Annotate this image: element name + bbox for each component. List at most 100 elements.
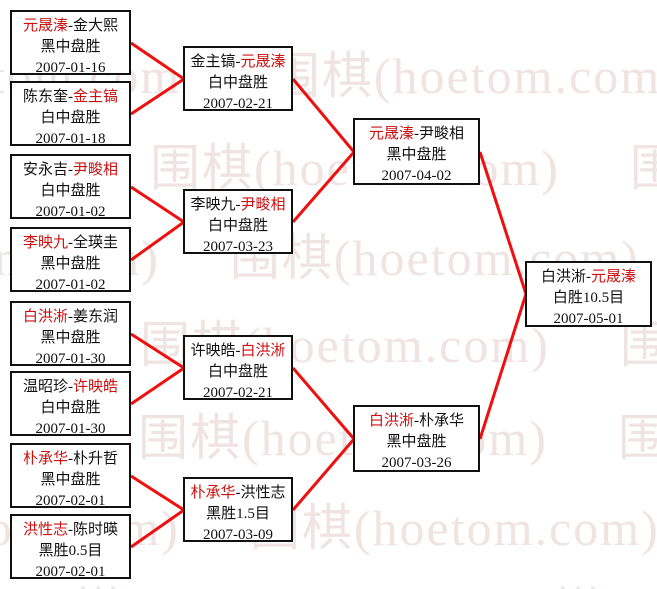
connector-line — [130, 366, 185, 406]
match-players: 朴承华-朴升哲 — [12, 449, 129, 470]
match-result: 黑中盘胜 — [40, 256, 101, 272]
vs-separator: - — [235, 54, 241, 70]
player2-name: 金主镐 — [73, 89, 119, 105]
player1-name: 白洪淅 — [540, 269, 586, 285]
player2-name: 金大熙 — [73, 18, 119, 34]
connector-line — [130, 77, 185, 116]
match-players: 许映皓-白洪淅 — [185, 341, 291, 362]
match-result: 白中盘胜 — [40, 183, 101, 199]
player1-name: 陈东奎 — [22, 89, 68, 105]
match-result: 白中盘胜 — [207, 218, 268, 234]
match-players: 温昭珍-许映皓 — [12, 377, 129, 398]
match-players: 洪性志-陈时暎 — [12, 520, 129, 541]
match-box-round1-8: 洪性志-陈时暎 黑胜0.5目 2007-02-01 — [10, 514, 131, 580]
vs-separator: - — [414, 126, 419, 142]
match-result: 黑中盘胜 — [40, 472, 101, 488]
match-players: 白洪淅-元晟溱 — [527, 267, 650, 288]
connector-line — [130, 508, 185, 549]
connector-line — [291, 78, 356, 153]
match-result: 白中盘胜 — [40, 400, 101, 416]
match-box-round2-3: 许映皓-白洪淅 白中盘胜 2007-02-21 — [183, 335, 293, 401]
vs-separator: - — [68, 451, 73, 467]
player2-name: 元晟溱 — [591, 269, 637, 285]
player1-name: 金主镐 — [190, 54, 236, 70]
match-players: 元晟溱-金大熙 — [12, 16, 129, 37]
match-date: 2007-01-30 — [35, 351, 106, 367]
player1-name: 洪性志 — [22, 522, 68, 538]
match-players: 白洪淅-姜东润 — [12, 307, 129, 328]
player2-name: 许映皓 — [73, 379, 119, 395]
match-date: 2007-01-02 — [35, 277, 106, 293]
connector-line — [291, 438, 356, 511]
player1-name: 朴承华 — [22, 451, 68, 467]
match-date: 2007-04-02 — [381, 168, 452, 184]
vs-separator: - — [235, 197, 241, 213]
match-result: 黑中盘胜 — [386, 434, 447, 450]
match-players: 白洪淅-朴承华 — [355, 411, 478, 432]
match-date: 2007-03-09 — [203, 527, 273, 543]
match-result: 白胜10.5目 — [552, 290, 625, 306]
match-date: 2007-03-23 — [203, 239, 273, 255]
vs-separator: - — [586, 269, 591, 285]
match-box-round1-4: 李映九-全瑛圭 黑中盘胜 2007-01-02 — [10, 227, 131, 293]
player2-name: 全瑛圭 — [73, 235, 119, 251]
connector-line — [130, 41, 185, 81]
match-date: 2007-03-26 — [381, 455, 452, 471]
vs-separator: - — [414, 413, 419, 429]
vs-separator: - — [68, 309, 73, 325]
match-result: 黑中盘胜 — [40, 39, 101, 55]
match-box-round1-5: 白洪淅-姜东润 黑中盘胜 2007-01-30 — [10, 301, 131, 367]
match-result: 白中盘胜 — [207, 75, 268, 91]
match-date: 2007-02-01 — [35, 564, 106, 580]
match-date: 2007-02-21 — [203, 385, 273, 401]
vs-separator: - — [68, 89, 73, 105]
player1-name: 白洪淅 — [22, 309, 68, 325]
player2-name: 朴升哲 — [73, 451, 119, 467]
match-players: 陈东奎-金主镐 — [12, 87, 129, 108]
player1-name: 李映九 — [22, 235, 68, 251]
player1-name: 温昭珍 — [22, 379, 68, 395]
match-date: 2007-02-01 — [35, 493, 106, 509]
player1-name: 安永吉 — [22, 162, 68, 178]
match-result: 黑胜0.5目 — [38, 543, 103, 559]
match-box-round1-6: 温昭珍-许映皓 白中盘胜 2007-01-30 — [10, 371, 131, 437]
match-players: 李映九-尹畯相 — [185, 195, 291, 216]
player1-name: 元晟溱 — [368, 126, 414, 142]
match-players: 朴承华-洪性志 — [185, 483, 291, 504]
match-result: 白中盘胜 — [207, 364, 268, 380]
match-date: 2007-01-16 — [35, 60, 106, 76]
vs-separator: - — [68, 379, 73, 395]
match-date: 2007-01-18 — [35, 131, 106, 147]
watermark-row: 围棋(hoetom.com)围棋(hoetom.com) — [20, 572, 657, 589]
player1-name: 朴承华 — [190, 485, 236, 501]
player1-name: 白洪淅 — [368, 413, 414, 429]
match-date: 2007-01-02 — [35, 204, 106, 220]
connector-line — [291, 151, 356, 223]
connector-line — [130, 185, 185, 224]
player2-name: 陈时暎 — [73, 522, 119, 538]
vs-separator: - — [235, 343, 241, 359]
vs-separator: - — [68, 522, 73, 538]
match-box-final: 白洪淅-元晟溱 白胜10.5目 2007-05-01 — [525, 261, 652, 327]
player1-name: 李映九 — [190, 197, 236, 213]
match-date: 2007-01-30 — [35, 421, 106, 437]
match-date: 2007-05-01 — [553, 311, 624, 327]
player2-name: 姜东润 — [73, 309, 119, 325]
match-box-round1-3: 安永吉-尹畯相 白中盘胜 2007-01-02 — [10, 154, 131, 220]
match-box-round2-4: 朴承华-洪性志 黑胜1.5目 2007-03-09 — [183, 477, 293, 543]
connector-line — [291, 367, 356, 440]
match-players: 李映九-全瑛圭 — [12, 233, 129, 254]
connector-line — [130, 332, 185, 370]
player2-name: 洪性志 — [240, 485, 286, 501]
match-box-round2-1: 金主镐-元晟溱 白中盘胜 2007-02-21 — [183, 46, 293, 112]
match-result: 黑中盘胜 — [386, 147, 447, 163]
player1-name: 许映皓 — [190, 343, 236, 359]
connector-line — [130, 474, 185, 512]
vs-separator: - — [235, 485, 241, 501]
match-players: 安永吉-尹畯相 — [12, 160, 129, 181]
player2-name: 元晟溱 — [240, 54, 286, 70]
connector-line — [478, 151, 528, 295]
match-box-semifinal-2: 白洪淅-朴承华 黑中盘胜 2007-03-26 — [353, 405, 480, 472]
